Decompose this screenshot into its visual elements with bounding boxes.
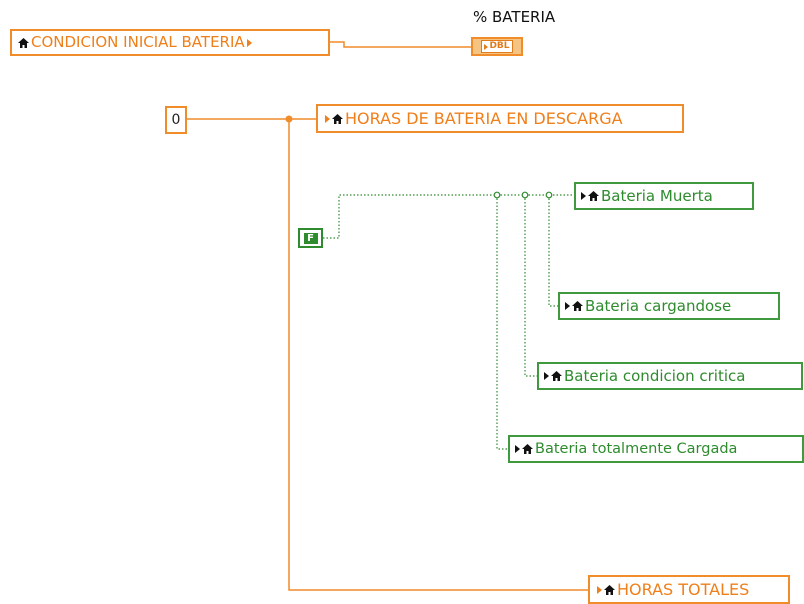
input-terminal-icon bbox=[565, 302, 570, 310]
bateria-critica-node[interactable]: Bateria condicion critica bbox=[537, 362, 803, 390]
horas-descarga-label: HORAS DE BATERIA EN DESCARGA bbox=[345, 108, 623, 128]
wire-false-to-critica bbox=[524, 195, 537, 377]
horas-totales-label: HORAS TOTALES bbox=[617, 579, 750, 599]
bateria-dbl-indicator[interactable]: DBL bbox=[471, 37, 523, 56]
bateria-muerta-node[interactable]: Bateria Muerta bbox=[574, 182, 754, 210]
wire-junction-boolean-3 bbox=[545, 191, 553, 199]
local-variable-icon bbox=[588, 191, 599, 201]
wire-false-to-cargada bbox=[496, 195, 508, 450]
local-variable-icon bbox=[18, 37, 29, 48]
local-variable-icon bbox=[551, 371, 562, 381]
boolean-constant-value: F bbox=[303, 232, 318, 244]
input-terminal-icon bbox=[515, 445, 520, 453]
local-variable-icon bbox=[522, 444, 533, 454]
bateria-critica-label: Bateria condicion critica bbox=[564, 366, 746, 385]
numeric-constant-zero[interactable]: 0 bbox=[165, 106, 187, 134]
wire-condicion-to-bateria bbox=[330, 41, 472, 48]
condicion-inicial-label: CONDICION INICIAL BATERIA bbox=[31, 33, 245, 51]
input-terminal-icon bbox=[597, 585, 602, 594]
bateria-cargandose-label: Bateria cargandose bbox=[585, 296, 732, 315]
condicion-inicial-bateria-node[interactable]: CONDICION INICIAL BATERIA bbox=[10, 29, 330, 56]
local-variable-icon bbox=[332, 113, 343, 124]
local-variable-icon bbox=[572, 301, 583, 311]
dbl-type-label: DBL bbox=[489, 41, 510, 51]
input-terminal-icon bbox=[484, 43, 489, 50]
input-terminal-icon bbox=[544, 372, 549, 380]
boolean-constant-false[interactable]: F bbox=[298, 228, 323, 248]
wire-junction-boolean-2 bbox=[521, 191, 529, 199]
dbl-type-box: DBL bbox=[481, 40, 513, 53]
bateria-cargada-label: Bateria totalmente Cargada bbox=[535, 440, 738, 457]
bateria-indicator-label: % BATERIA bbox=[473, 8, 556, 26]
horas-descarga-node[interactable]: HORAS DE BATERIA EN DESCARGA bbox=[316, 104, 684, 133]
input-terminal-icon bbox=[325, 114, 330, 123]
horas-totales-node[interactable]: HORAS TOTALES bbox=[588, 575, 790, 604]
wire-false-to-cargandose bbox=[548, 195, 558, 307]
bateria-cargandose-node[interactable]: Bateria cargandose bbox=[558, 292, 780, 320]
numeric-constant-value: 0 bbox=[171, 112, 181, 128]
wire-junction-boolean-1 bbox=[493, 191, 501, 199]
wire-zero-to-horas-totales bbox=[288, 119, 588, 591]
output-terminal-icon bbox=[246, 38, 252, 47]
input-terminal-icon bbox=[581, 192, 586, 200]
local-variable-icon bbox=[604, 584, 615, 595]
wire-junction-numeric bbox=[285, 115, 293, 123]
bateria-cargada-node[interactable]: Bateria totalmente Cargada bbox=[508, 435, 804, 463]
wire-false-to-muerta bbox=[323, 194, 574, 239]
bateria-muerta-label: Bateria Muerta bbox=[601, 186, 713, 205]
